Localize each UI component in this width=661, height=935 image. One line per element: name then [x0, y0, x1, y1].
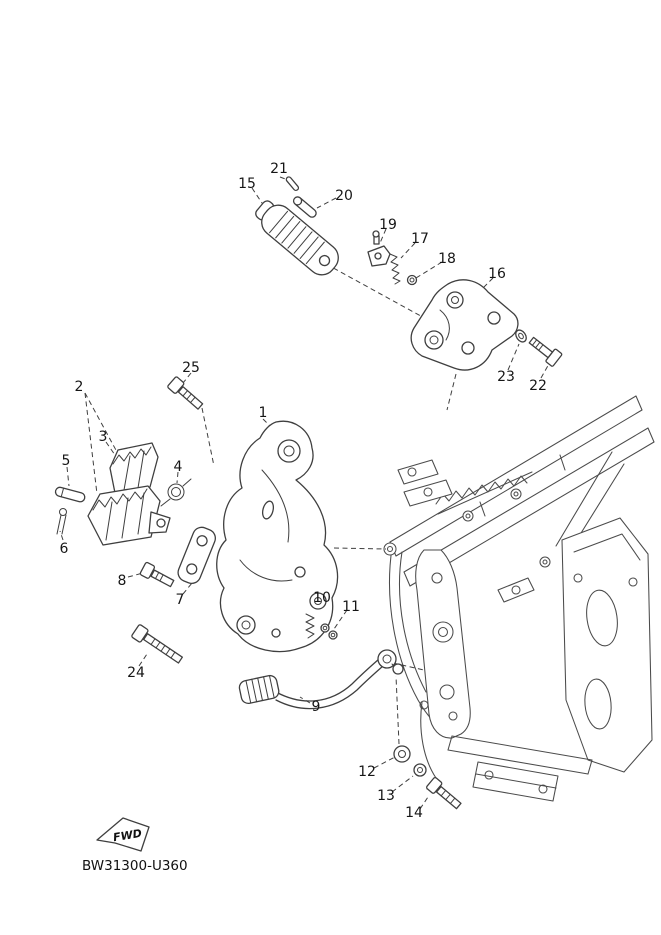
brake-pedal-9-drawing	[238, 649, 404, 710]
callout-5: 5	[62, 453, 71, 469]
bolt-25-drawing	[167, 376, 204, 410]
callout-18: 18	[438, 251, 456, 267]
callout-24: 24	[127, 665, 145, 681]
callout-13: 13	[377, 788, 395, 804]
callout-7: 7	[176, 592, 185, 608]
callout-20: 20	[335, 188, 353, 204]
washer-23-drawing	[515, 329, 527, 343]
bolt-8-drawing	[139, 561, 175, 588]
bolt-14-drawing	[426, 777, 462, 810]
pin-21-drawing	[285, 176, 300, 192]
footrest-3-drawing	[109, 442, 159, 494]
fwd-label: FWD	[112, 827, 142, 844]
pin-20-drawing	[292, 196, 317, 218]
callout-12: 12	[358, 764, 376, 780]
frame-drawing	[383, 395, 655, 802]
fwd-arrow: FWD	[96, 817, 150, 852]
cotter-pin-6-drawing	[56, 508, 67, 535]
callout-21: 21	[270, 161, 288, 177]
footrest-2-drawing	[87, 485, 171, 546]
diagram-code: BW31300-U360	[82, 858, 188, 874]
pin-5-drawing	[54, 486, 86, 503]
bolt-24-drawing	[131, 624, 183, 664]
callout-25: 25	[182, 360, 200, 376]
callout-8: 8	[118, 573, 127, 589]
callout-3: 3	[99, 429, 108, 445]
footrest-15-drawing	[255, 200, 339, 276]
callout-22: 22	[529, 378, 547, 394]
callout-16: 16	[488, 266, 506, 282]
callout-2: 2	[75, 379, 84, 395]
callout-19: 19	[379, 217, 397, 233]
clip-11-drawing	[320, 623, 338, 640]
washer-12-drawing	[393, 745, 411, 763]
callout-1: 1	[259, 405, 268, 421]
spring-10-drawing	[305, 613, 315, 639]
callout-23: 23	[497, 369, 515, 385]
callout-6: 6	[60, 541, 69, 557]
callout-11: 11	[342, 599, 360, 615]
callout-10: 10	[313, 590, 331, 606]
callout-labels: 21 15 20 19 17 18 16 25 2 1 3 5 4 23 22 …	[60, 161, 547, 821]
spring-4-drawing	[160, 478, 192, 507]
callout-4: 4	[174, 459, 183, 475]
spring-17-drawing	[389, 253, 401, 285]
main-bracket-1-drawing	[216, 420, 339, 653]
callout-17: 17	[411, 231, 429, 247]
plate-7-drawing	[177, 526, 216, 585]
callout-14: 14	[405, 805, 423, 821]
stopper-19-drawing	[367, 230, 391, 267]
callout-9: 9	[312, 699, 321, 715]
bracket-16-drawing	[410, 279, 519, 371]
callout-15: 15	[238, 176, 256, 192]
washer-13-drawing	[413, 763, 427, 777]
washer-18-drawing	[406, 274, 418, 286]
bolt-22-drawing	[528, 336, 563, 367]
